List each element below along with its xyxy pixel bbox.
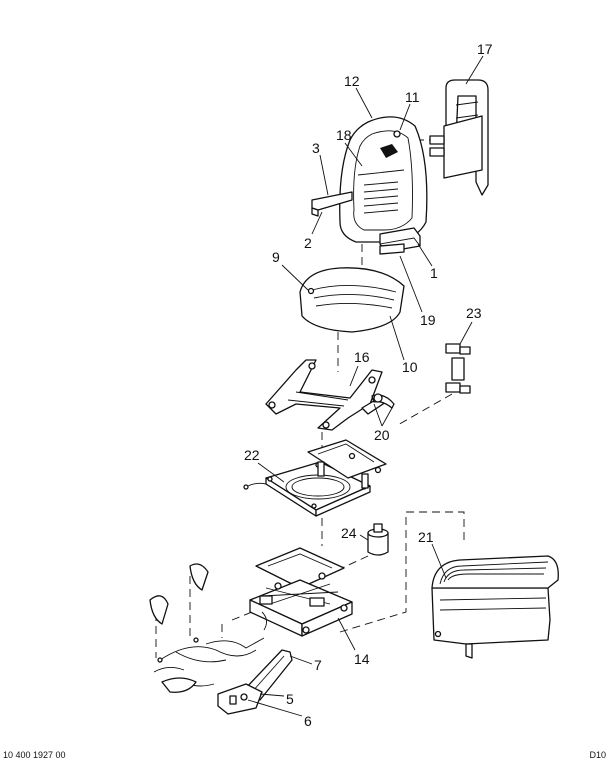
callout-11: 11 xyxy=(405,89,420,105)
callout-16: 16 xyxy=(354,349,370,365)
callout-labels: 17 12 11 18 3 2 1 9 19 10 23 16 20 22 24… xyxy=(244,41,493,729)
part-21-cover xyxy=(431,555,559,659)
part-23-damper xyxy=(445,343,471,394)
callout-14: 14 xyxy=(354,651,370,667)
callout-19: 19 xyxy=(420,312,436,328)
callout-7: 7 xyxy=(314,657,322,673)
part-20-adjust-handle xyxy=(371,393,395,409)
part-19-bracket xyxy=(379,243,405,255)
callout-5: 5 xyxy=(286,691,294,707)
leader-lines xyxy=(247,55,484,717)
part-16-slide-rails xyxy=(265,359,387,431)
callout-18: 18 xyxy=(336,127,352,143)
callout-12: 12 xyxy=(344,73,360,89)
callout-10: 10 xyxy=(402,359,418,375)
part-10-seat-cushion xyxy=(299,267,405,333)
part-3-left-armrest xyxy=(311,191,353,217)
cable-assembly xyxy=(149,563,267,693)
page-code: D10 xyxy=(589,750,606,760)
callout-23: 23 xyxy=(466,305,482,321)
part-14-suspension xyxy=(249,547,353,637)
callout-3: 3 xyxy=(312,140,320,156)
callout-2: 2 xyxy=(304,235,312,251)
callout-24: 24 xyxy=(341,525,357,541)
callout-21: 21 xyxy=(418,529,434,545)
callout-22: 22 xyxy=(244,447,260,463)
callout-6: 6 xyxy=(304,713,312,729)
part-5-lever-cap xyxy=(217,683,263,715)
part-crossbar xyxy=(307,439,387,489)
figure-code: 10 400 1927 00 xyxy=(3,750,66,760)
part-24-canister xyxy=(367,523,389,556)
callout-20: 20 xyxy=(374,427,390,443)
callout-17: 17 xyxy=(477,41,493,57)
part-17-frame xyxy=(416,79,489,196)
part-12-seat-back xyxy=(339,116,428,243)
callout-9: 9 xyxy=(272,249,280,265)
callout-1: 1 xyxy=(430,265,438,281)
